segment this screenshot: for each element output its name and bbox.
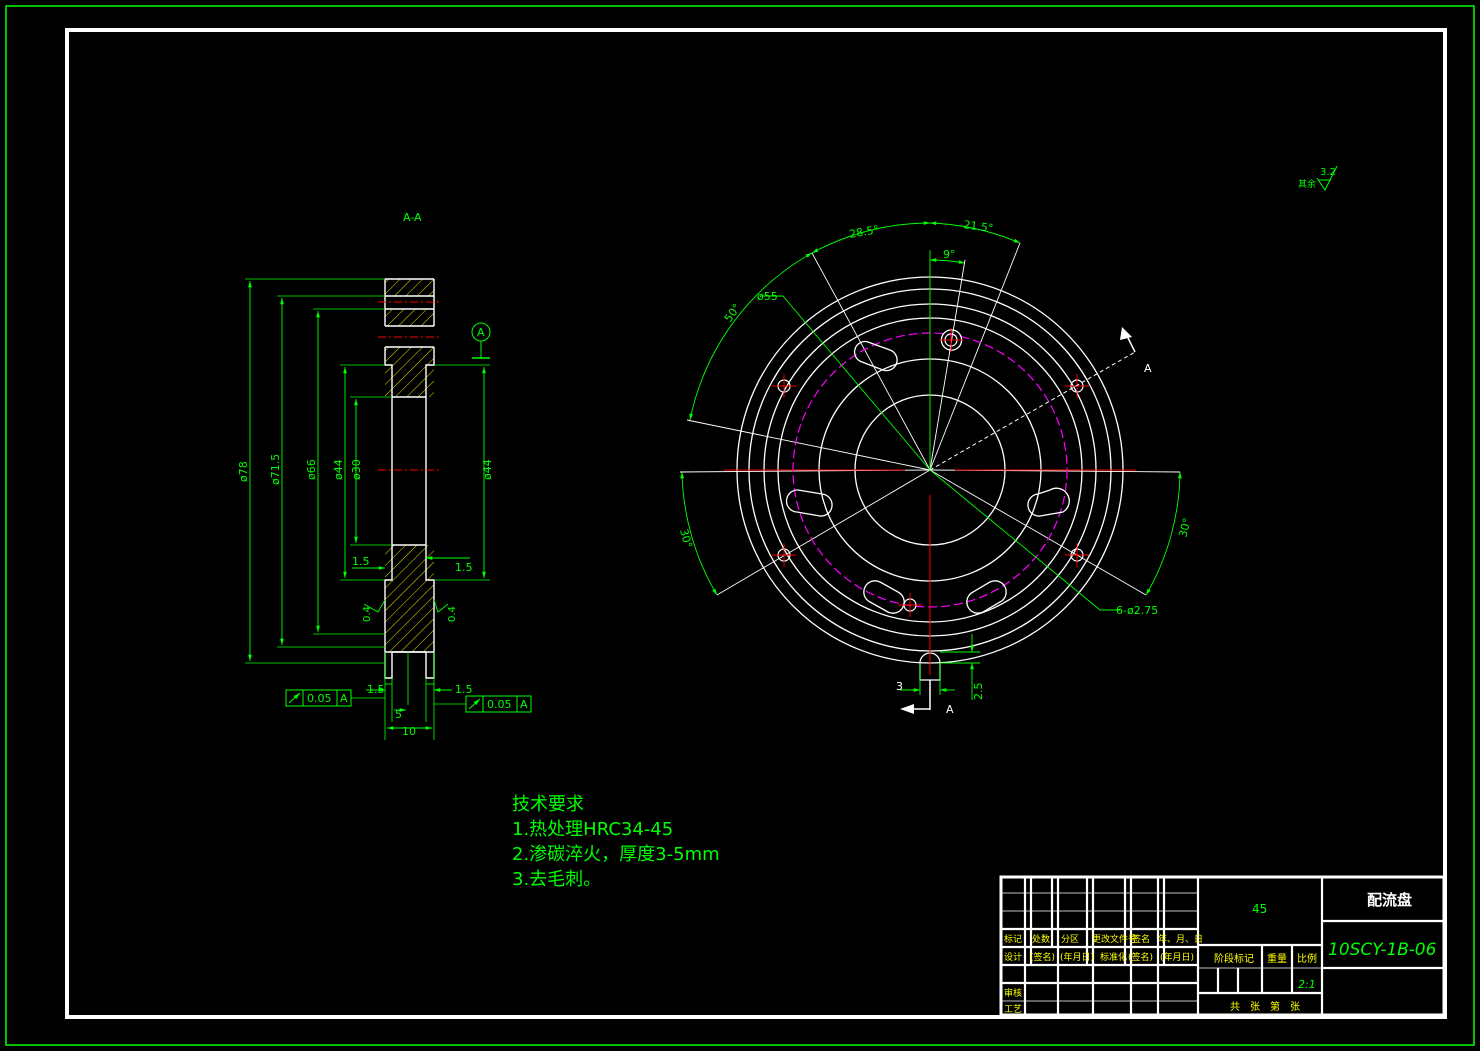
section-arrow-label-top: A [1144,362,1152,375]
dim-a30-left: 30° [677,527,695,549]
tb-h-date2: (年月日) [1060,951,1094,963]
tolerance-frame-1: 0.05 A [285,689,385,707]
tech-item-1: 1.热处理HRC34-45 [512,819,674,840]
section-cut-line: A A [900,327,1152,716]
dim-d44-right: ø44 [481,459,494,480]
dim-holes: 6-ø2.75 [1116,604,1158,617]
dim-d78: ø78 [237,461,250,482]
tol2-value: 0.05 [487,698,512,711]
tb-h-count: 处数 [1032,933,1050,945]
dim-b5: 5 [395,708,402,721]
tb-h-sign2: (签名) [1030,951,1055,963]
tech-title: 技术要求 [512,794,584,815]
title-block: 45 配流盘 10SCY-1B-06 2:1 标记 处数 分区 更改文件号 签名… [999,875,1446,1017]
tb-h-mark: 标记 [1004,933,1022,945]
dim-a50: 50° [722,301,744,324]
plan-view: A A 28.5° 21.5° 9° ø55 50° 30° 30° 6-ø2.… [677,218,1194,716]
tb-h-date3: (年月日) [1160,951,1194,963]
roughness-symbol: 其余 3.2 [1298,165,1338,191]
tb-h-sign3: (签名) [1128,951,1153,963]
tb-material: 45 [1252,902,1267,916]
roughness-marks [363,599,449,613]
tb-h-ratio: 比例 [1297,952,1317,965]
tb-h-zone: 分区 [1061,934,1079,945]
plan-slots [785,329,1070,681]
dim-a9: 9° [943,248,956,261]
inner-frame [65,28,1447,1019]
hatch-top-b [385,309,434,326]
dim-r04-left: 0.4 [362,606,373,622]
roughness-value: 3.2 [1320,167,1336,178]
section-extension-lines [245,278,490,740]
tb-h-sheets: 共 张 第 张 [1230,1000,1300,1013]
section-view: A-A [237,211,532,740]
section-label: A-A [403,211,422,224]
dim-d55: ø55 [757,290,778,303]
outer-frame [5,5,1475,1046]
tol2-datum: A [520,698,528,711]
tb-h-ymd: 年、月、日 [1158,933,1203,945]
dim-d715: ø71.5 [269,454,282,485]
dim-r04-right: 0.4 [447,606,458,622]
datum-a: A [471,322,491,359]
datum-a-label: A [477,326,485,339]
tb-h-docno: 更改文件号 [1092,933,1137,945]
dim-b15-right: 1.5 [455,683,473,696]
tb-part-name: 配流盘 [1367,891,1412,909]
roughness-prefix: 其余 [1298,178,1316,190]
section-small-dims [352,556,470,712]
technical-requirements: 技术要求 1.热处理HRC34-45 2.渗碳淬火，厚度3-5mm 3.去毛刺。 [512,792,720,892]
plan-ray-lines [760,250,1120,611]
hatch-top-a [385,279,434,296]
dim-a285: 28.5° [848,223,880,241]
dim-w3: 3 [896,680,903,693]
dim-b10: 10 [402,725,416,738]
plan-dimension-arcs [680,221,1182,596]
dim-t15-left: 1.5 [352,555,370,568]
tb-h-std: 标准化 [1100,951,1127,963]
dim-d44: ø44 [332,459,345,480]
tolerance-frame-2: 0.05 A [434,695,532,713]
dim-b15-left: 1.5 [367,683,385,696]
section-arrow-label-bottom: A [946,703,954,716]
tech-item-3: 3.去毛刺。 [512,869,602,890]
dim-h25: 2.5 [972,683,985,701]
section-dim-lines [248,281,486,730]
tb-h-process: 工艺 [1004,1004,1022,1015]
plan-hole-centerlines [772,328,1089,617]
section-centerlines [378,301,442,471]
dim-d30: ø30 [350,459,363,480]
tb-h-review: 审核 [1004,987,1022,999]
tb-h-design: 设计 [1004,951,1022,963]
plan-radial-lines [679,242,1181,596]
dim-a30-right: 30° [1176,517,1194,539]
tol1-datum: A [340,692,348,705]
tech-item-2: 2.渗碳淬火，厚度3-5mm [512,844,720,865]
dim-a215: 21.5° [963,218,995,235]
dim-t15-right: 1.5 [455,561,473,574]
tb-scale: 2:1 [1298,978,1316,991]
tb-h-sign: 签名 [1132,933,1150,945]
tb-h-stage: 阶段标记 [1214,952,1254,965]
dim-d66: ø66 [305,459,318,480]
tol1-value: 0.05 [307,692,332,705]
tb-drawing-no: 10SCY-1B-06 [1328,940,1437,960]
plan-bottom-dims [900,634,980,700]
tb-h-weight: 重量 [1267,952,1287,965]
